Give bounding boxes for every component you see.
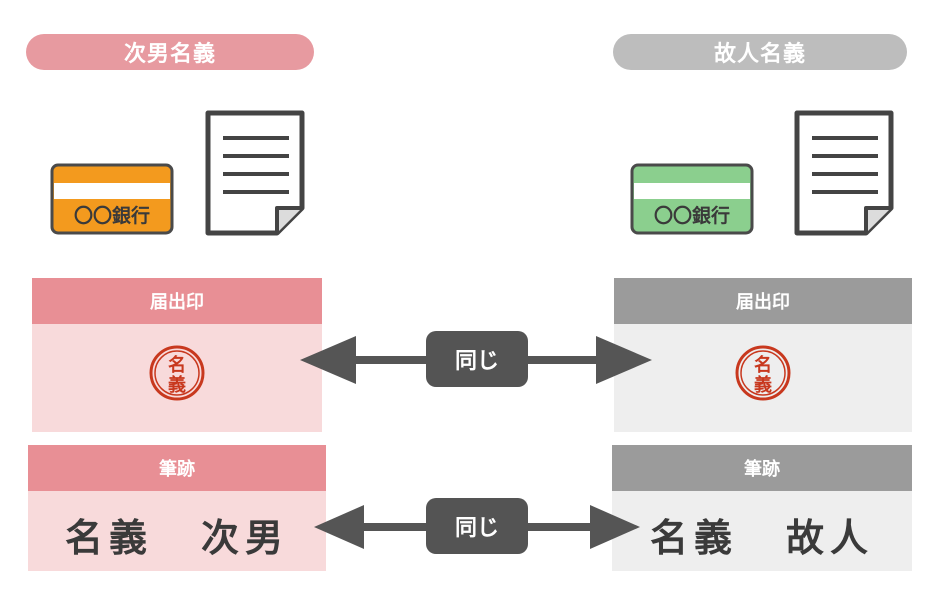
name-seal-icon: 名 義 — [735, 345, 791, 401]
right-signature-body — [612, 491, 912, 571]
seal-same-badge: 同じ — [426, 331, 528, 387]
right-signature-header: 筆跡 — [612, 445, 912, 491]
right-signature-name: 名義 — [649, 514, 738, 560]
right-seal-char-1: 名 — [754, 354, 772, 376]
right-seal-char-2: 義 — [754, 374, 772, 396]
right-signature-panel: 筆跡 名義 故人 — [612, 445, 912, 571]
left-seal-char-2: 義 — [168, 374, 186, 396]
left-signature-header: 筆跡 — [28, 445, 326, 491]
left-signature: 名義 次男 — [28, 497, 326, 571]
bank-card-orange-icon: 〇〇銀行 — [50, 163, 174, 235]
left-seal-char-1: 名 — [168, 354, 186, 376]
right-seal-body: 名 義 — [614, 324, 912, 432]
signature-same-label: 同じ — [454, 516, 499, 541]
left-title-pill: 次男名義 — [26, 34, 314, 70]
document-icon — [205, 110, 305, 236]
left-signature-name: 名義 — [64, 514, 153, 560]
left-seal-header: 届出印 — [32, 278, 322, 324]
document-icon — [794, 110, 894, 236]
left-signature-person: 次男 — [201, 514, 290, 560]
right-signature-person: 故人 — [786, 514, 875, 560]
left-signature-body — [28, 491, 326, 571]
left-title: 次男名義 — [123, 42, 216, 67]
left-seal-panel: 届出印 名 義 — [32, 278, 322, 432]
left-seal-body: 名 義 — [32, 324, 322, 432]
right-bank-card-label: 〇〇銀行 — [654, 204, 730, 227]
name-seal-icon: 名 義 — [149, 345, 205, 401]
left-signature-panel: 筆跡 名義 次男 — [28, 445, 326, 571]
bank-card-green-icon: 〇〇銀行 — [630, 163, 754, 235]
signature-same-badge: 同じ — [426, 498, 528, 554]
right-seal-header: 届出印 — [614, 278, 912, 324]
right-title-pill: 故人名義 — [613, 34, 907, 70]
seal-same-label: 同じ — [454, 349, 499, 374]
right-title: 故人名義 — [713, 42, 806, 67]
right-seal-panel: 届出印 名 義 — [614, 278, 912, 432]
left-bank-card-label: 〇〇銀行 — [74, 204, 150, 227]
right-signature: 名義 故人 — [612, 497, 912, 571]
